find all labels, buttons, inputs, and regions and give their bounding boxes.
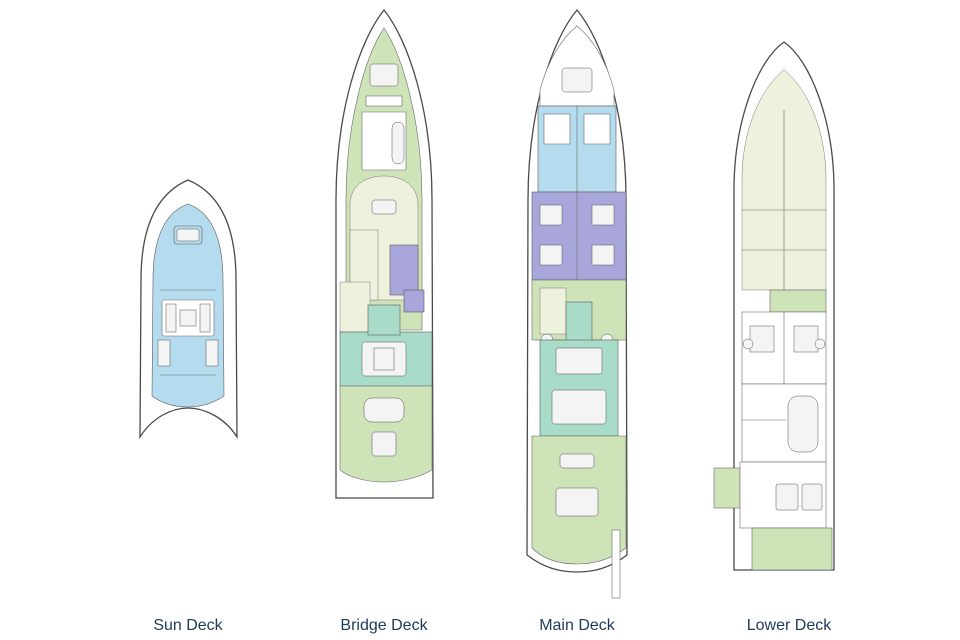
bridge-deck-plan [335,8,434,499]
main-deck-plan [526,8,628,599]
lower-deck-plan [713,41,835,571]
sun-deck-plan [139,179,238,440]
lower-deck-label: Lower Deck [746,617,832,634]
main-deck-label: Main Deck [539,617,615,634]
sun-deck-label: Sun Deck [153,617,223,634]
bridge-deck-label: Bridge Deck [340,617,428,634]
